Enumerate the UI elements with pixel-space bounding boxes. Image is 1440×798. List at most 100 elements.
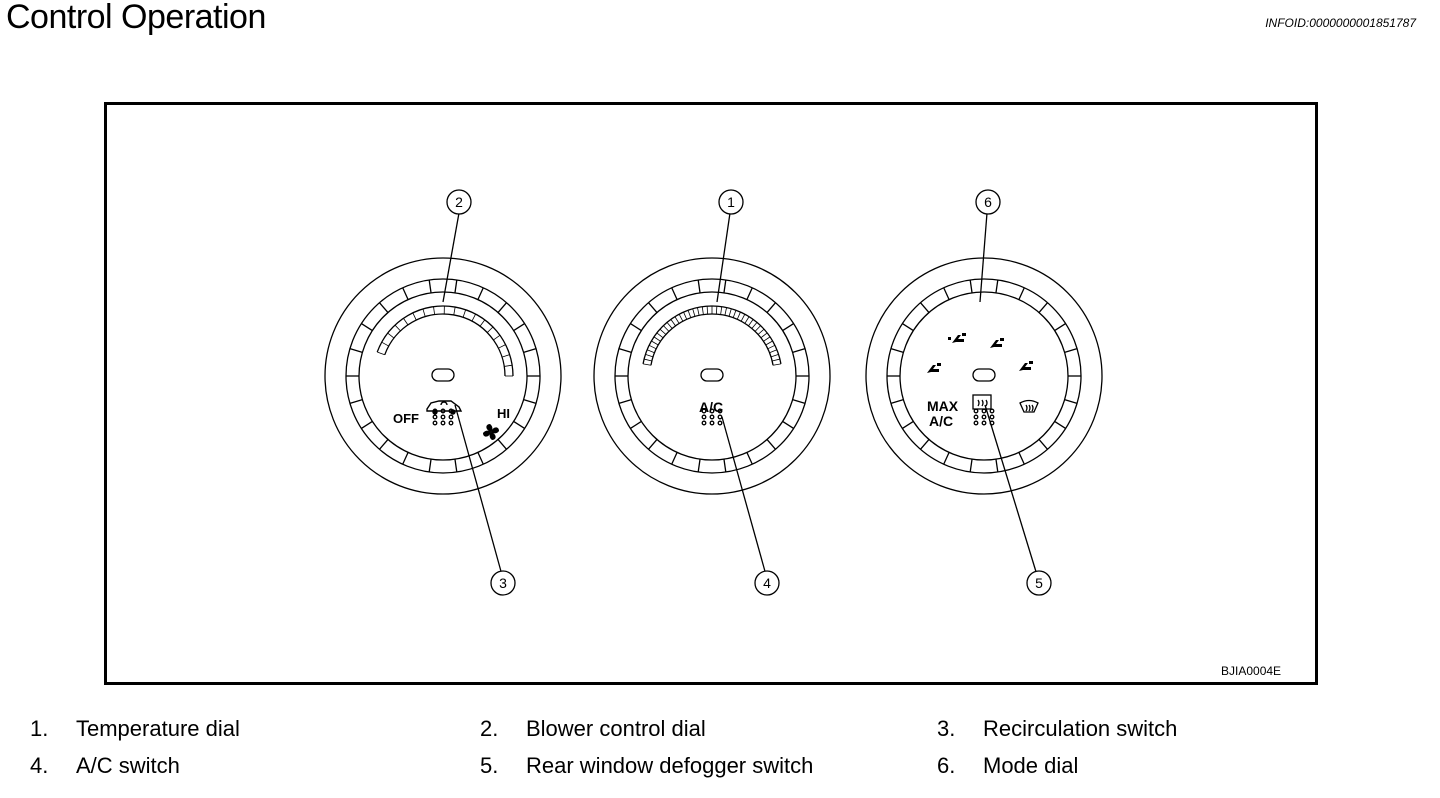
temperature-dial-knurl-tick (746, 452, 753, 465)
temperature-dial-knurl-tick (792, 348, 806, 353)
temperature-dial-scale-tick (751, 322, 758, 329)
blower-control-dial-knurl-tick (513, 420, 525, 429)
blower-off-label: OFF (393, 411, 419, 426)
temperature-dial-indicator-dot (701, 420, 707, 426)
mode-dial-indicator-dot (981, 414, 987, 420)
vent-mode-icon (927, 333, 1033, 373)
temperature-dial-scale-tick (736, 311, 741, 320)
callout-1-label: 1 (727, 194, 735, 210)
blower-control-dial-scale-tick (381, 341, 389, 347)
mode-dial-center-button (972, 368, 996, 382)
blower-control-dial-indicator-dot (440, 414, 446, 420)
temperature-dial-knurl-tick (618, 348, 632, 353)
page-title: Control Operation (6, 0, 266, 36)
temperature-dial-indicator-dot (701, 408, 707, 414)
temperature-dial-knurl-tick (782, 323, 794, 332)
blower-control-dial-scale-tick (462, 309, 467, 318)
blower-control-dial-scale-outer (376, 305, 514, 377)
control-panel-figure: OFF HI A/C MAX A/C (104, 102, 1318, 685)
blower-control-dial-knurl-inner (358, 291, 528, 461)
temperature-dial-scale-tick (642, 363, 652, 366)
temperature-dial-scale-tick (683, 311, 688, 320)
blower-control-dial-knurl-tick (361, 323, 373, 332)
temperature-dial[interactable] (593, 257, 831, 495)
mode-dial-outer-ring (865, 257, 1103, 495)
blower-control-dial-knurl-tick (361, 420, 373, 429)
temperature-dial-knurl-tick (792, 399, 806, 404)
mode-dial-knurl-tick (1054, 323, 1066, 332)
callout-5: 5 (1026, 570, 1052, 596)
callout-2-circle (446, 189, 472, 215)
temperature-dial-scale-tick (651, 340, 659, 346)
leader-5 (984, 404, 1038, 576)
mode-dial-indicator-dot (981, 420, 987, 426)
mode-dial-knurl-tick (1064, 399, 1078, 404)
blower-control-dial-scale-tick (387, 332, 395, 339)
blower-control-dial-knurl-tick (349, 348, 363, 353)
temperature-dial-indicator-dot (709, 414, 715, 420)
max-label: MAX (927, 398, 959, 414)
temperature-dial-knurl-tick (723, 459, 727, 473)
mode-dial-indicator-dot (989, 414, 995, 420)
car-recirculation-icon[interactable] (426, 400, 463, 415)
temperature-dial-scale-tick (765, 340, 773, 346)
temperature-dial-scale-tick (728, 308, 732, 317)
temperature-dial-knurl-tick (671, 287, 678, 300)
rear-defogger-icon[interactable] (972, 394, 992, 410)
mode-dial-knurl-inner (899, 291, 1069, 461)
blower-control-dial-knurl-tick (477, 287, 484, 300)
mode-dial-knurl-tick (890, 348, 904, 353)
temperature-dial-scale-outer (642, 305, 782, 364)
blower-control-dial-scale-tick (486, 326, 494, 333)
mode-dial[interactable] (865, 257, 1103, 495)
blower-control-dial-indicator-dot (448, 414, 454, 420)
temperature-dial-knurl-tick (766, 439, 777, 450)
mode-dial-knurl-tick (995, 459, 999, 473)
callout-3-label: 3 (499, 575, 507, 591)
temperature-dial-indicator-dot (717, 414, 723, 420)
mode-dial-knurl-tick (902, 323, 914, 332)
temperature-dial-scale-tick (732, 310, 737, 318)
temperature-dial-scale-inner (650, 313, 774, 366)
temperature-dial-knurl-tick (697, 279, 701, 293)
blower-control-dial-scale-tick (403, 318, 409, 326)
temperature-dial-knurl-tick (766, 302, 777, 313)
mode-dial-knurl-tick (902, 420, 914, 429)
mode-dial-knurl-tick (995, 279, 999, 293)
mode-dial-indicator-dot (981, 408, 987, 414)
blower-control-dial-knurl-tick (454, 279, 458, 293)
callout-6-circle (975, 189, 1001, 215)
mode-dial-indicator-dot (973, 420, 979, 426)
blower-hi-label: HI (497, 406, 510, 421)
temperature-dial-scale-tick (706, 306, 709, 315)
blower-control-dial-scale-tick (498, 344, 506, 349)
temperature-dial-scale-tick (646, 349, 655, 354)
blower-control-dial-scale-tick (471, 313, 476, 322)
callout-6-label: 6 (984, 194, 992, 210)
blower-control-dial-scale-tick (422, 308, 426, 317)
callout-2: 2 (446, 189, 472, 215)
temperature-dial-indicator-dot (709, 408, 715, 414)
blower-control-dial-knurl-tick (523, 399, 537, 404)
mode-dial-knurl-outer (886, 278, 1082, 474)
temperature-dial-scale-tick (760, 332, 768, 339)
blower-control-dial[interactable] (324, 257, 562, 495)
mode-dial-knurl-tick (943, 452, 950, 465)
callout-3-circle (490, 570, 516, 596)
blower-control-dial-knurl-tick (454, 459, 458, 473)
blower-control-dial-scale-tick (479, 319, 486, 327)
callout-1: 1 (718, 189, 744, 215)
blower-control-dial-knurl-tick (513, 323, 525, 332)
blower-control-dial-knurl-tick (497, 302, 508, 313)
callout-6: 6 (975, 189, 1001, 215)
mode-dial-knurl-tick (1038, 302, 1049, 313)
windshield-defrost-icon (1019, 399, 1039, 413)
mode-dial-knurl-tick (1018, 452, 1025, 465)
temperature-dial-outer-ring (593, 257, 831, 495)
mode-dial-knurl-tick (969, 279, 973, 293)
figure-id: BJIA0004E (1221, 664, 1281, 678)
temperature-dial-knurl-tick (671, 452, 678, 465)
temperature-dial-scale-tick (772, 358, 781, 362)
blower-control-dial-scale-tick (501, 354, 510, 358)
blower-control-dial-knurl-tick (428, 279, 432, 293)
